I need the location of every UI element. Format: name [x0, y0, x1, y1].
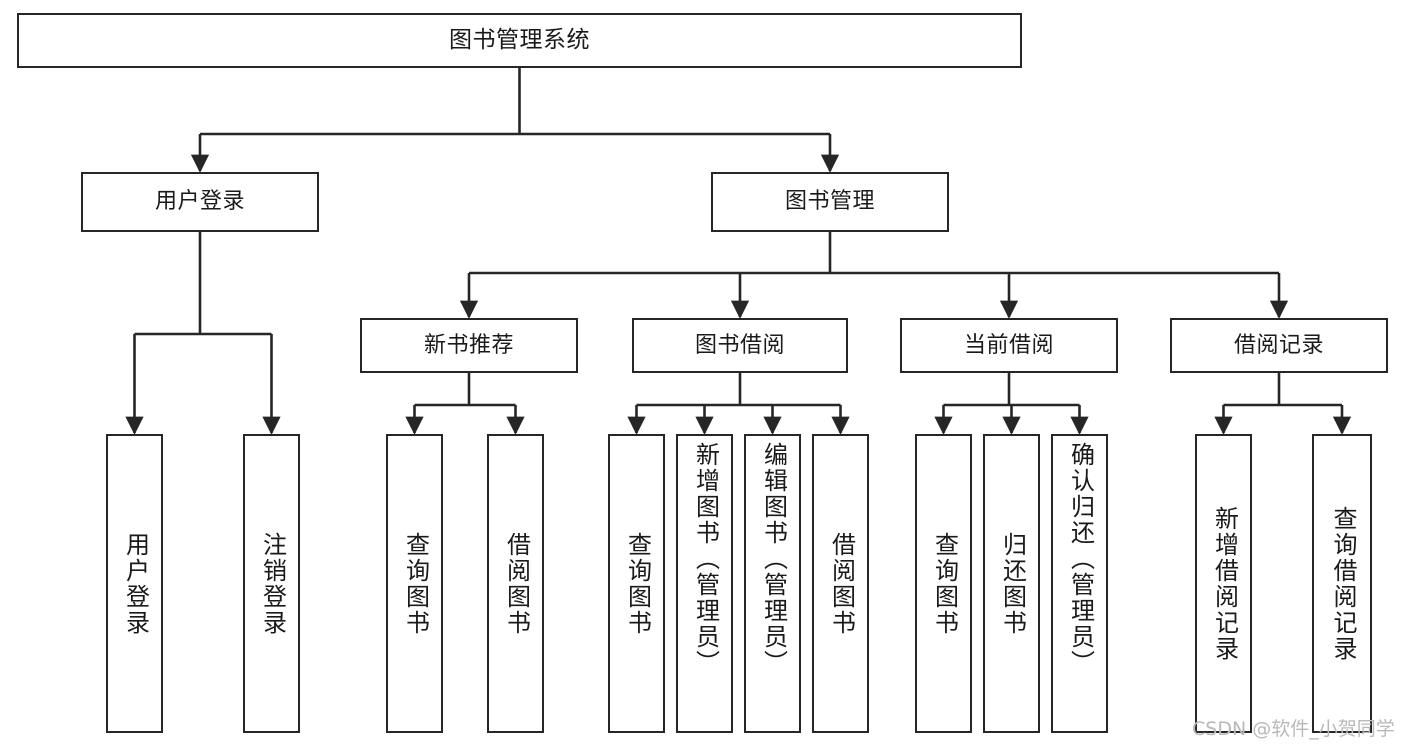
leaf-edit-book-admin[interactable]: 编辑图书（管理员）: [744, 434, 801, 733]
node-book-borrow[interactable]: 图书借阅: [632, 318, 848, 373]
leaf-borrow-book-recommend[interactable]: 借阅图书: [487, 434, 544, 733]
node-label: 查询图书: [930, 531, 959, 636]
node-label: 新书推荐: [423, 332, 514, 358]
node-label: 确认归还（管理员）: [1066, 442, 1095, 676]
leaf-add-borrow-record[interactable]: 新增借阅记录: [1195, 434, 1252, 733]
node-label: 新增借阅记录: [1210, 505, 1239, 662]
node-label: 图书管理: [784, 189, 875, 215]
node-label: 查询图书: [401, 531, 430, 636]
leaf-borrow-book[interactable]: 借阅图书: [812, 434, 869, 733]
leaf-return-book[interactable]: 归还图书: [983, 434, 1040, 733]
node-label: 新增图书（管理员）: [691, 442, 720, 676]
leaf-query-book-recommend[interactable]: 查询图书: [386, 434, 443, 733]
leaf-user-login[interactable]: 用户登录: [106, 434, 163, 733]
leaf-query-book-borrow[interactable]: 查询图书: [608, 434, 665, 733]
node-new-book-recommend[interactable]: 新书推荐: [360, 318, 578, 373]
node-label: 图书管理系统: [449, 26, 590, 53]
node-root[interactable]: 图书管理系统: [17, 13, 1022, 68]
leaf-query-borrow-record[interactable]: 查询借阅记录: [1312, 434, 1372, 733]
node-current-borrow[interactable]: 当前借阅: [900, 318, 1118, 373]
node-label: 借阅图书: [502, 531, 531, 636]
watermark: CSDN @软件_小贺同学: [1192, 718, 1395, 740]
node-label: 归还图书: [998, 531, 1027, 636]
node-label: 借阅图书: [827, 531, 856, 636]
leaf-add-book-admin[interactable]: 新增图书（管理员）: [676, 434, 733, 733]
node-label: 编辑图书（管理员）: [759, 442, 788, 676]
node-book-manage[interactable]: 图书管理: [711, 172, 949, 232]
node-label: 用户登录: [154, 189, 245, 215]
node-label: 当前借阅: [963, 332, 1054, 358]
node-label: 查询图书: [623, 531, 652, 636]
leaf-user-logout[interactable]: 注销登录: [243, 434, 300, 733]
node-label: 用户登录: [121, 531, 150, 636]
node-label: 注销登录: [258, 531, 287, 636]
node-borrow-record[interactable]: 借阅记录: [1170, 318, 1388, 373]
leaf-query-book-current[interactable]: 查询图书: [915, 434, 972, 733]
node-label: 查询借阅记录: [1328, 505, 1357, 662]
node-label: 图书借阅: [694, 332, 785, 358]
node-user-login[interactable]: 用户登录: [81, 172, 319, 232]
leaf-confirm-return-admin[interactable]: 确认归还（管理员）: [1051, 434, 1108, 733]
node-label: 借阅记录: [1233, 332, 1324, 358]
